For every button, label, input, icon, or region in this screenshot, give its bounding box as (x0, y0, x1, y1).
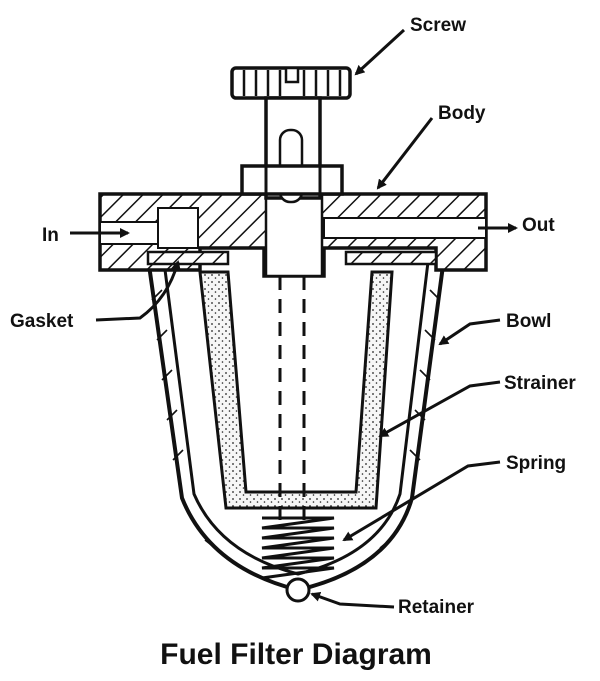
strainer (198, 270, 394, 510)
strainer-leader (378, 380, 501, 438)
retainer (285, 577, 311, 603)
spring-leader (342, 460, 501, 542)
label-screw: Screw (410, 15, 466, 36)
label-strainer: Strainer (504, 373, 576, 394)
label-retainer: Retainer (398, 597, 475, 618)
screw-leader (354, 28, 406, 76)
label-body: Body (438, 103, 486, 124)
screw (230, 66, 352, 520)
gasket (146, 250, 230, 266)
diagram-caption: Fuel Filter Diagram (160, 638, 432, 671)
label-gasket: Gasket (10, 311, 74, 332)
label-spring: Spring (506, 453, 566, 474)
label-bowl: Bowl (506, 311, 551, 332)
label-out: Out (522, 215, 555, 236)
bowl-leader (438, 318, 501, 346)
retainer-leader (310, 591, 395, 609)
gasket-leader (95, 260, 181, 322)
label-in: In (42, 225, 59, 246)
filter-body (98, 192, 488, 278)
body-leader (376, 117, 434, 190)
spring (261, 516, 335, 580)
